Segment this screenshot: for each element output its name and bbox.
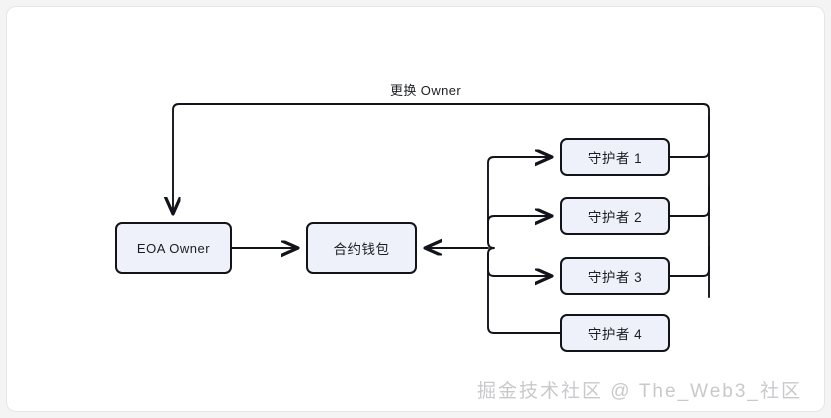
edge-fan-to-guardian-4-path [487,253,561,334]
edge-change-owner-path [173,103,710,298]
edge-fan-to-guardian-2-path [487,216,551,243]
diagram-card: 更换 Owner EOA Owner 合约钱包 守护者 1 守护者 2 守护者 … [6,6,825,412]
diagram-canvas [7,103,710,334]
edge-fan-trunk [487,241,495,255]
node-contract-wallet[interactable]: 合约钱包 [306,222,417,274]
node-eoa-owner[interactable]: EOA Owner [115,222,232,274]
edge-label-change-owner: 更换 Owner [390,83,462,98]
edge-fan-to-guardian-1-path [487,157,551,243]
edge-guardian-1-to-bus [669,116,710,158]
watermark-text: 掘金技术社区 @ The_Web3_社区 [476,381,802,402]
node-guardian-1[interactable]: 守护者 1 [560,138,670,176]
node-guardian-3[interactable]: 守护者 3 [560,257,670,295]
edge-fan-to-guardian-3-path [487,253,551,276]
edge-guardian-2-to-bus [669,186,710,217]
edge-guardian-3-to-bus [669,246,710,277]
node-guardian-4[interactable]: 守护者 4 [560,314,670,352]
node-guardian-2[interactable]: 守护者 2 [560,197,670,235]
